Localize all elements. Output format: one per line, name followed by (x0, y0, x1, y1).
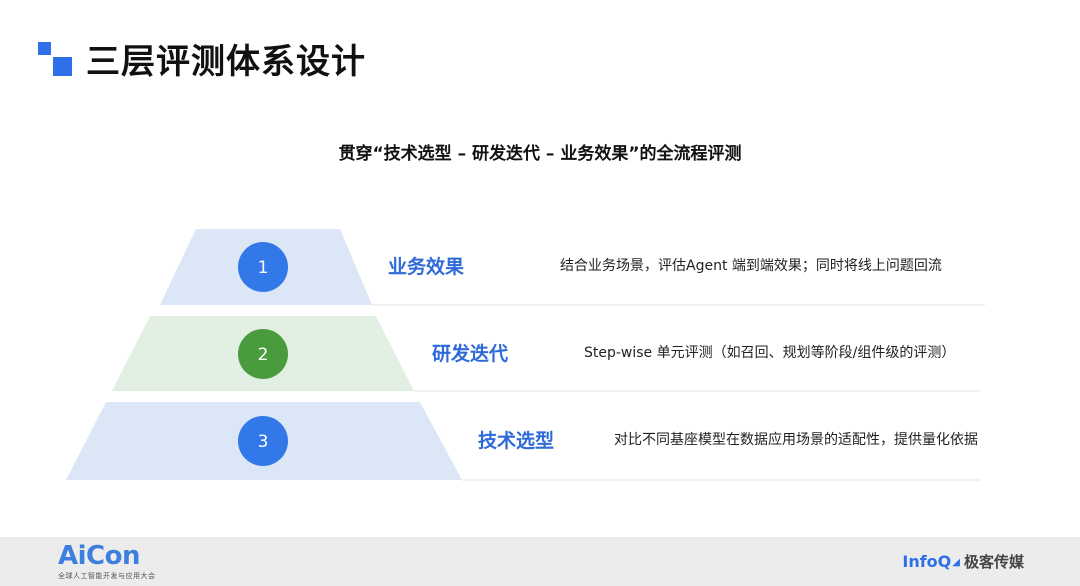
layer-1-description: 结合业务场景，评估Agent 端到端效果；同时将线上问题回流 (560, 258, 942, 274)
layer-1-number: 1 (258, 258, 269, 278)
aicon-logo-text: AiCon (58, 541, 140, 571)
aicon-tagline: 全球人工智能开发与应用大会 (58, 572, 156, 580)
layer-1-name: 业务效果 (388, 256, 465, 278)
layer-3-name: 技术选型 (478, 430, 555, 452)
layer-2-number: 2 (258, 345, 269, 365)
layer-2-description: Step-wise 单元评测（如召回、规划等阶段/组件级的评测） (584, 345, 956, 361)
layer-2-name: 研发迭代 (432, 343, 509, 365)
infoq-mark-icon: ◢ (952, 556, 960, 568)
page-title: 三层评测体系设计 (86, 42, 366, 82)
footer-bar: AiCon 全球人工智能开发与应用大会 InfoQ ◢ 极客传媒 (0, 537, 1080, 586)
infoq-logo: InfoQ ◢ 极客传媒 (902, 551, 1024, 573)
layer-2-badge (238, 329, 288, 379)
layer-1-badge (238, 242, 288, 292)
layer-3-number: 3 (258, 432, 269, 452)
layer-3-description: 对比不同基座模型在数据应用场景的适配性，提供量化依据 (614, 432, 978, 448)
layer-3-badge (238, 416, 288, 466)
slide-subtitle: 贯穿“技术选型 – 研发迭代 – 业务效果”的全流程评测 (338, 144, 742, 164)
infoq-chinese-name: 极客传媒 (963, 553, 1024, 571)
aicon-logo: AiCon 全球人工智能开发与应用大会 (58, 541, 156, 581)
infoq-logo-text: InfoQ (902, 552, 952, 571)
title-squares-icon (38, 42, 72, 76)
